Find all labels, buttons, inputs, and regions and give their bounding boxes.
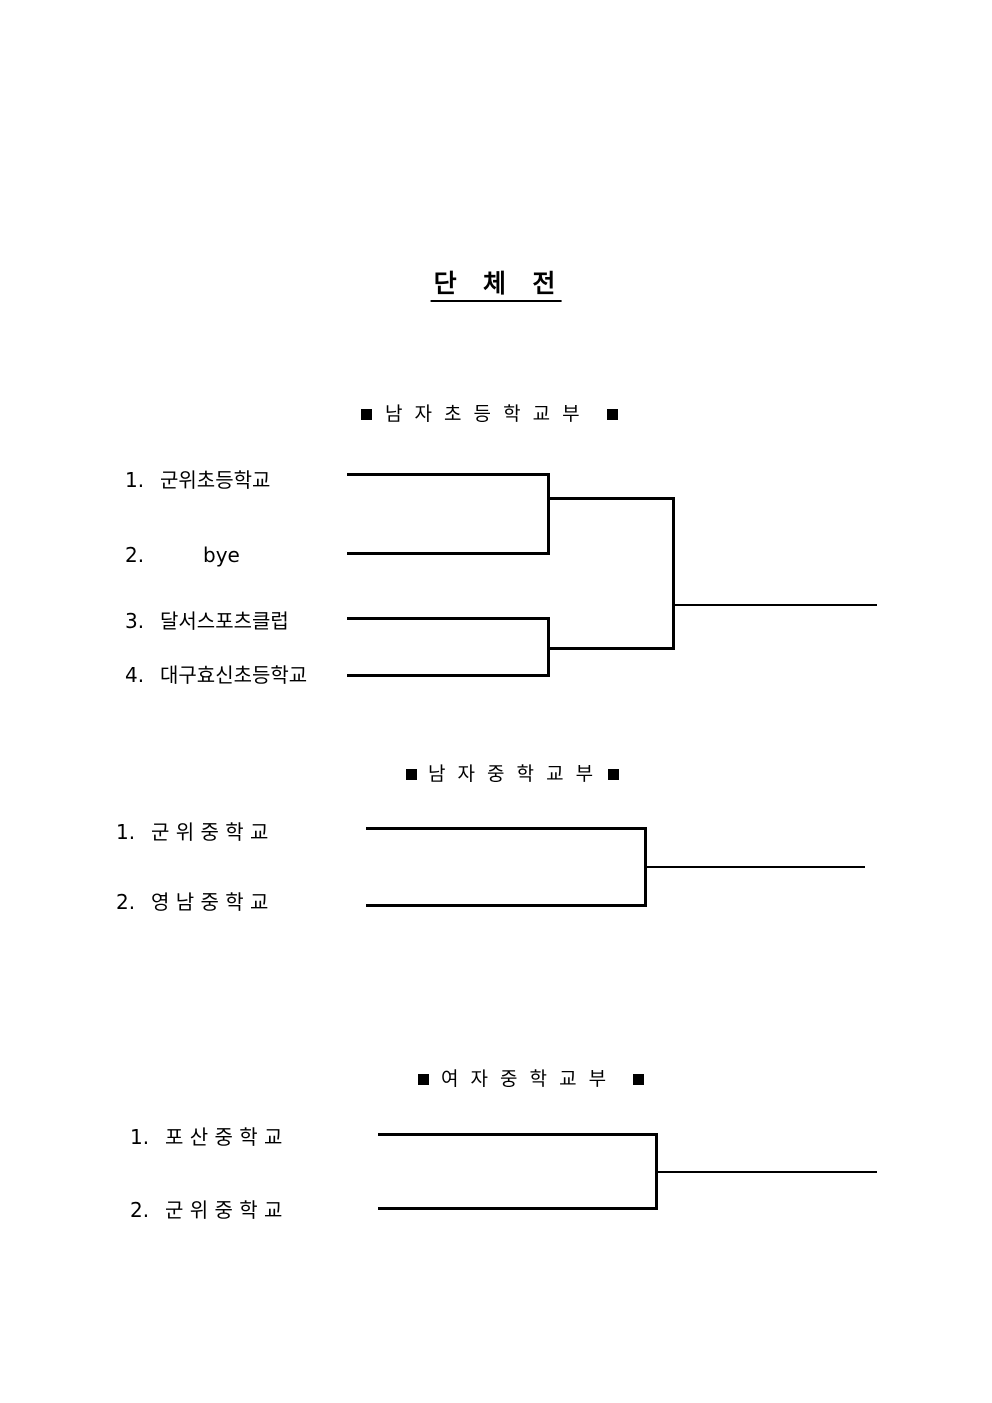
entry-number: 1. <box>125 468 145 492</box>
s1-winner-bottom-line <box>550 647 675 650</box>
s2-connector <box>644 827 647 907</box>
square-bullet-icon <box>606 408 618 420</box>
entry-name: bye <box>203 543 240 567</box>
s1-team3-line <box>347 617 550 620</box>
s3-final-line <box>658 1171 877 1173</box>
bracket-entry: 1. 군 위 중 학 교 <box>116 820 268 844</box>
section-header-girls-middle: 여 자 중 학 교 부 <box>418 1067 645 1091</box>
s2-team2-line <box>366 904 647 907</box>
bracket-entry: 2. 영 남 중 학 교 <box>116 890 268 914</box>
s1-team1-line <box>347 473 550 476</box>
entry-number: 2. <box>125 543 145 567</box>
s3-team2-line <box>378 1207 658 1210</box>
s1-team4-line <box>347 674 550 677</box>
bracket-entry: 4. 대구효신초등학교 <box>125 663 307 687</box>
entry-number: 2. <box>116 890 136 914</box>
entry-number: 1. <box>116 820 136 844</box>
s1-round1-connector-top <box>547 473 550 555</box>
s2-final-line <box>647 866 865 868</box>
entry-number: 2. <box>130 1198 150 1222</box>
bracket-entry: 3. 달서스포츠클럽 <box>125 609 289 633</box>
s3-team1-line <box>378 1133 658 1136</box>
entry-name: 군 위 중 학 교 <box>151 820 269 844</box>
entry-name: 달서스포츠클럽 <box>160 609 289 633</box>
entry-name: 포 산 중 학 교 <box>165 1125 283 1149</box>
bracket-entry: 2. bye <box>125 543 240 567</box>
section-header-boys-elementary: 남 자 초 등 학 교 부 <box>361 402 618 426</box>
square-bullet-icon <box>361 408 372 420</box>
entry-number: 3. <box>125 609 145 633</box>
s1-winner-top-line <box>550 497 675 500</box>
s1-final-line <box>675 604 877 606</box>
square-bullet-icon <box>418 1073 429 1085</box>
section-header-boys-middle: 남 자 중 학 교 부 <box>406 762 620 786</box>
entry-name: 군 위 중 학 교 <box>165 1198 283 1222</box>
square-bullet-icon <box>406 768 417 780</box>
entry-number: 1. <box>130 1125 150 1149</box>
entry-number: 4. <box>125 663 145 687</box>
square-bullet-icon <box>633 1073 645 1085</box>
square-bullet-icon <box>608 768 620 780</box>
section-header-label: 남 자 중 학 교 부 <box>428 763 597 785</box>
bracket-entry: 1. 포 산 중 학 교 <box>130 1125 282 1149</box>
s2-team1-line <box>366 827 647 830</box>
s1-round1-connector-bottom <box>547 617 550 677</box>
section-header-label: 여 자 중 학 교 부 <box>441 1068 610 1090</box>
section-header-label: 남 자 초 등 학 교 부 <box>385 403 583 425</box>
s1-semifinal-connector <box>672 497 675 650</box>
entry-name: 영 남 중 학 교 <box>151 890 269 914</box>
s1-team2-line <box>347 552 550 555</box>
page-title: 단 체 전 <box>430 270 562 302</box>
s3-connector <box>655 1133 658 1210</box>
bracket-entry: 2. 군 위 중 학 교 <box>130 1198 282 1222</box>
entry-name: 대구효신초등학교 <box>160 663 308 687</box>
entry-name: 군위초등학교 <box>160 468 271 492</box>
bracket-entry: 1. 군위초등학교 <box>125 468 270 492</box>
